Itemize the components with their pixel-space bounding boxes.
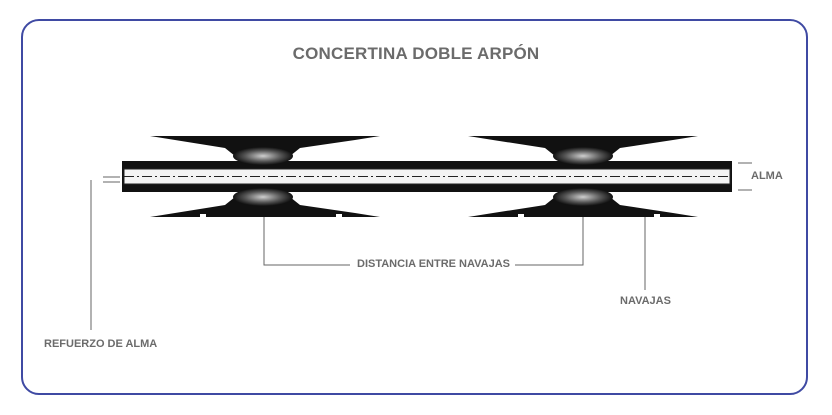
- label-alma: ALMA: [751, 170, 783, 182]
- label-navajas: NAVAJAS: [620, 295, 671, 307]
- diagram-frame: [21, 19, 808, 395]
- blade-group-right: [468, 133, 698, 217]
- diagram-title: CONCERTINA DOBLE ARPÓN: [292, 44, 540, 63]
- blade-group-left: [150, 133, 380, 217]
- core-bar: [122, 161, 732, 192]
- label-refuerzo-de-alma: REFUERZO DE ALMA: [44, 338, 158, 350]
- leader-lines: [90, 162, 752, 330]
- label-distancia-entre-navajas: DISTANCIA ENTRE NAVAJAS: [357, 258, 510, 270]
